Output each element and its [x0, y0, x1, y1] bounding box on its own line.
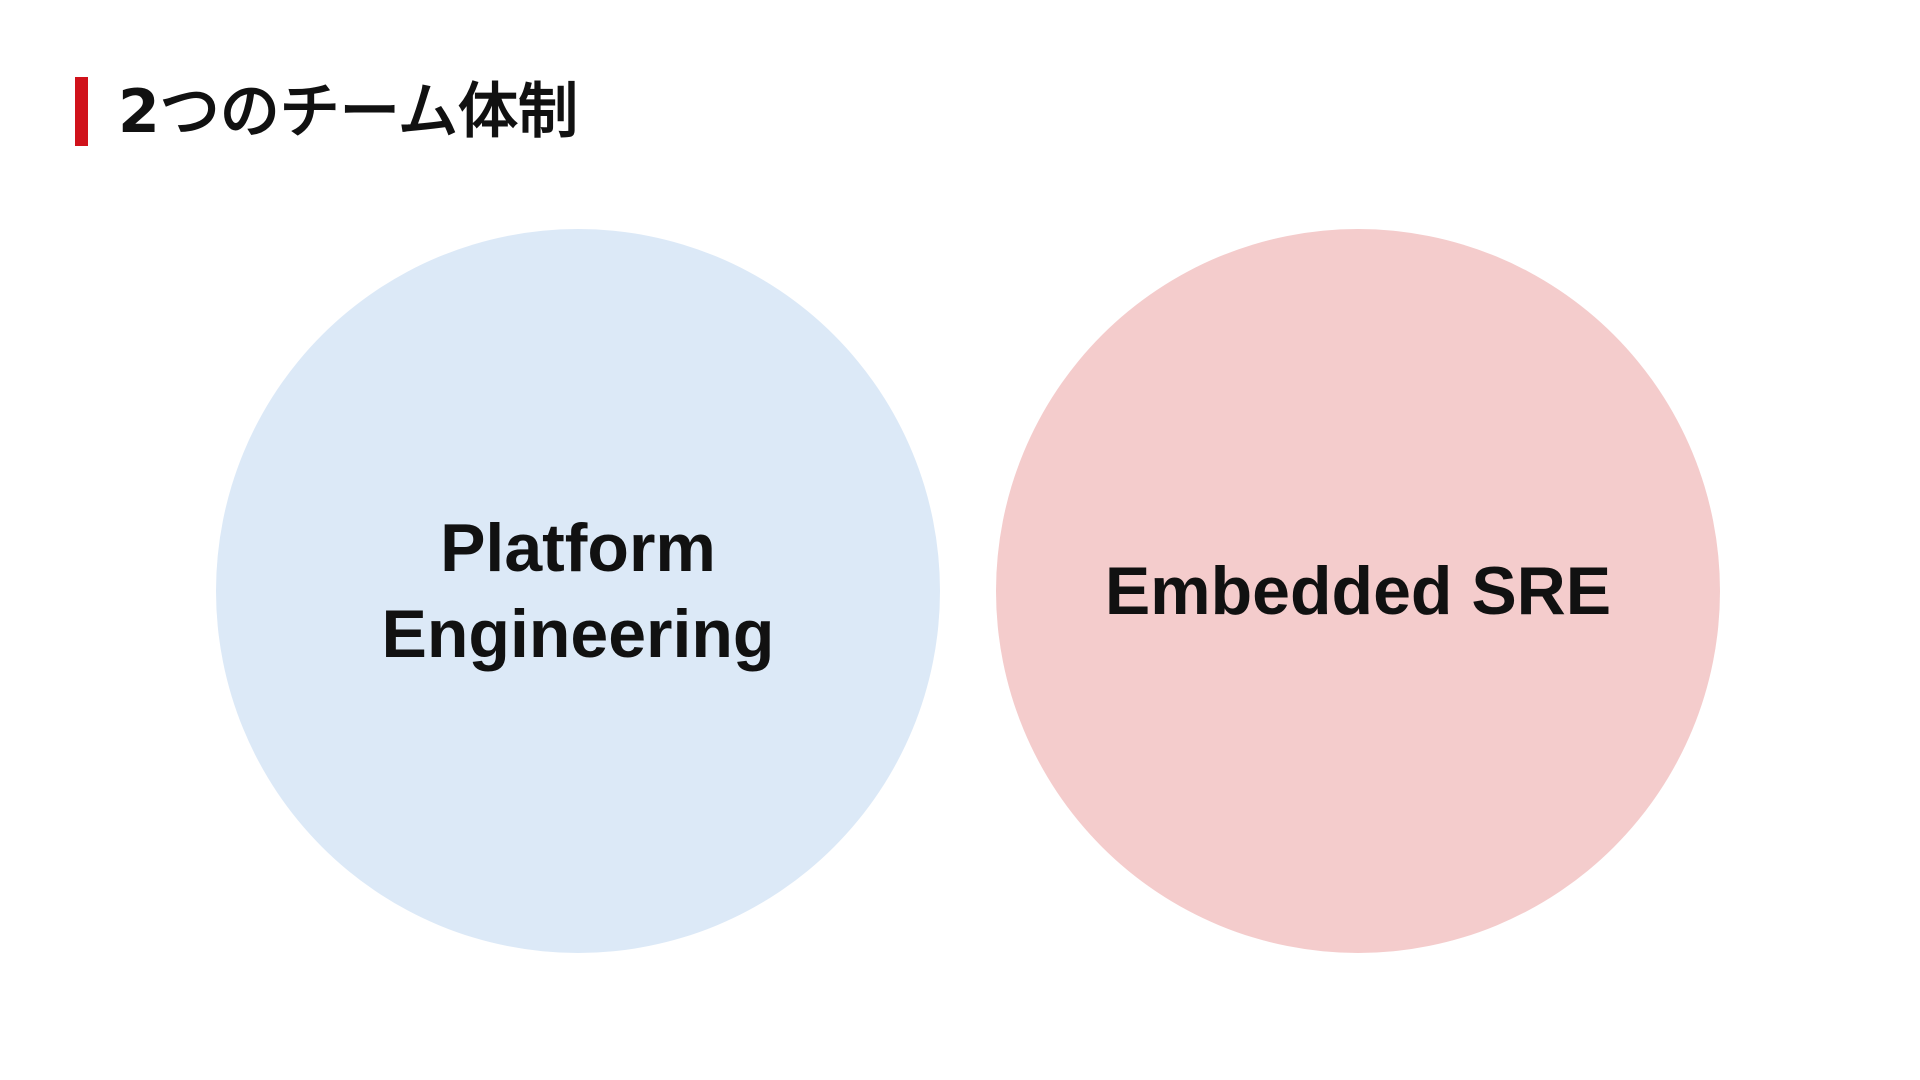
platform-engineering-label: Platform Engineering: [381, 510, 775, 672]
embedded-sre-circle: Embedded SRE: [996, 229, 1720, 953]
embedded-sre-label: Embedded SRE: [1104, 553, 1612, 629]
page-title: 2つのチーム体制: [118, 77, 578, 147]
title-accent-bar: [75, 77, 88, 146]
platform-engineering-circle: Platform Engineering: [216, 229, 940, 953]
